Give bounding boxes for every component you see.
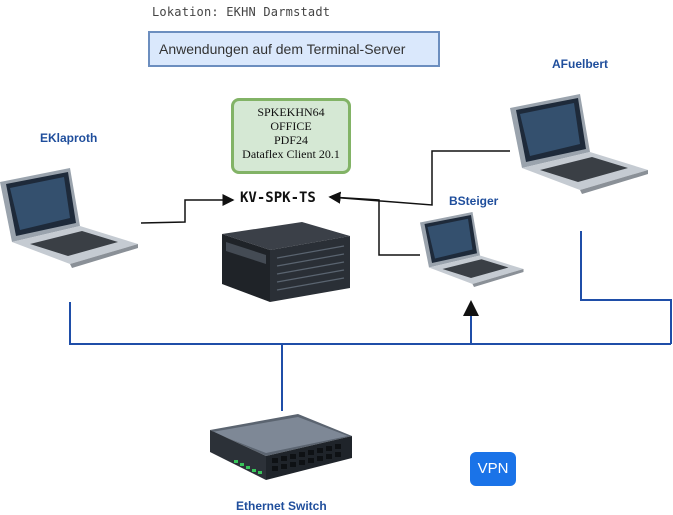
client-label-eklaproth: EKlaproth bbox=[40, 131, 98, 145]
laptop-afuelbert-icon bbox=[510, 94, 648, 194]
software-item: PDF24 bbox=[273, 133, 308, 147]
rdp-connections bbox=[140, 150, 510, 256]
switch-label: Ethernet Switch bbox=[236, 499, 327, 513]
laptop-eklaproth-icon bbox=[0, 168, 138, 268]
arrow-afuelbert-to-server bbox=[328, 150, 510, 206]
terminal-server-apps-label: Anwendungen auf dem Terminal-Server bbox=[159, 41, 406, 57]
client-label-bsteiger: BSteiger bbox=[449, 194, 499, 208]
software-list-box: SPKEKHN64 OFFICE PDF24 Dataflex Client 2… bbox=[231, 98, 351, 174]
ethernet-switch-icon bbox=[210, 414, 352, 480]
lan-line-eklaproth bbox=[69, 302, 671, 345]
lan-line-afuelbert bbox=[580, 231, 672, 344]
server-icon bbox=[222, 222, 350, 302]
vpn-badge: VPN bbox=[470, 452, 516, 486]
network-lines bbox=[69, 231, 672, 411]
laptop-bsteiger-icon bbox=[420, 212, 524, 287]
software-item: SPKEKHN64 bbox=[257, 105, 325, 119]
client-label-afuelbert: AFuelbert bbox=[552, 57, 609, 71]
software-item: OFFICE bbox=[270, 119, 312, 133]
server-label: KV-SPK-TS bbox=[240, 190, 316, 206]
software-item: Dataflex Client 20.1 bbox=[242, 147, 340, 161]
terminal-server-apps-box: Anwendungen auf dem Terminal-Server bbox=[148, 31, 440, 67]
arrow-eklaproth-to-server bbox=[140, 194, 235, 224]
location-label: Lokation: EKHN Darmstadt bbox=[152, 5, 331, 19]
arrow-bsteiger-to-server bbox=[328, 191, 420, 256]
